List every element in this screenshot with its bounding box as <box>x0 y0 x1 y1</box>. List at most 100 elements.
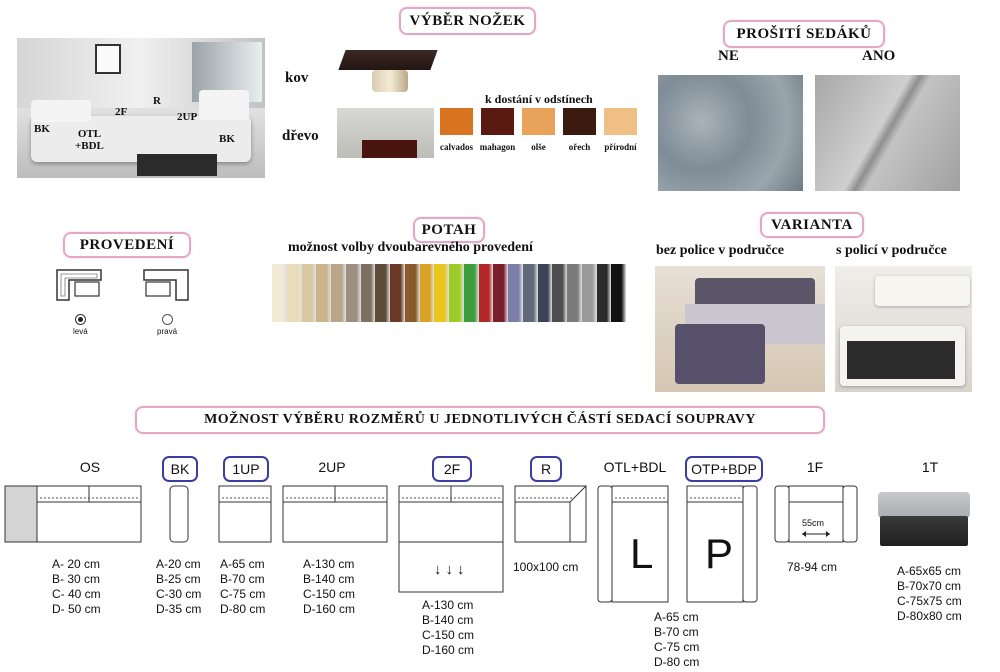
fabric-swatch <box>596 264 612 322</box>
module-1f-dims: 78-94 cm <box>787 560 837 575</box>
module-otl-bdl-label: OTL+BDL <box>603 459 667 475</box>
dim-line: D-80x80 cm <box>897 609 962 623</box>
left-radio[interactable] <box>75 314 86 325</box>
module-1f-label: 1F <box>806 459 824 475</box>
dim-line: B-140 cm <box>303 572 355 586</box>
shade-swatch-label: calvados <box>439 142 473 152</box>
variant-without-shelf-photo <box>655 266 825 392</box>
fabric-swatch <box>272 264 287 322</box>
dim-line: 78-94 cm <box>787 560 838 574</box>
variant-with-shelf-label: s policí v područce <box>836 243 947 258</box>
dim-line: A-130 cm <box>303 557 355 571</box>
photo-label-2up: 2UP <box>177 111 198 123</box>
fabric-swatch <box>463 264 479 322</box>
letter-p: P <box>705 530 734 577</box>
variant-title: VARIANTA <box>760 212 864 238</box>
variant-with-shelf-photo <box>835 266 972 392</box>
dim-line: B-25 cm <box>156 572 201 586</box>
dim-line: D- 50 cm <box>52 602 101 616</box>
fabric-swatch <box>360 264 376 322</box>
shade-swatch <box>563 108 596 135</box>
dim-line: A-65 cm <box>654 610 699 624</box>
dim-line: D-80 cm <box>220 602 266 616</box>
shade-swatch <box>440 108 473 135</box>
dim-line: D-160 cm <box>422 643 475 657</box>
fabric-swatch <box>537 264 553 322</box>
dim-line: C-75 cm <box>654 640 700 654</box>
fabric-swatch <box>478 264 494 322</box>
dim-line: D-160 cm <box>303 602 356 616</box>
legs-title: VÝBĚR NOŽEK <box>399 7 536 35</box>
fabric-swatch <box>390 264 405 322</box>
sizes-title: MOŽNOST VÝBĚRU ROZMĚRŮ U JEDNOTLIVÝCH ČÁ… <box>135 406 825 434</box>
module-otp-bdp-label[interactable]: OTP+BDP <box>685 456 763 482</box>
dim-line: C-150 cm <box>303 587 356 601</box>
fabric-swatch <box>581 264 597 322</box>
module-1up-label[interactable]: 1UP <box>223 456 269 482</box>
fabric-swatch <box>508 264 523 322</box>
module-otp-bdp-drawing <box>686 485 758 603</box>
shade-swatch-label: olše <box>531 142 546 152</box>
photo-label-2f: 2F <box>115 106 128 118</box>
module-os-dims: A- 20 cm B- 30 cm C- 40 cm D- 50 cm <box>52 557 101 617</box>
fabric-swatch <box>522 264 538 322</box>
fabric-swatch <box>552 264 567 322</box>
module-2f-dims: A-130 cm B-140 cm C-150 cm D-160 cm <box>422 598 474 658</box>
module-2up-label: 2UP <box>318 459 346 475</box>
right-orientation-icon <box>143 269 189 301</box>
module-1f-arm-width: 55cm <box>802 518 825 528</box>
photo-label-bk-right: BK <box>219 133 235 145</box>
module-r-label[interactable]: R <box>530 456 562 482</box>
module-otp-bdp-dims: A-65 cm B-70 cm C-75 cm D-80 cm <box>654 610 699 670</box>
dim-line: C-75x75 cm <box>897 594 962 608</box>
pull-out-arrows: ↓↓↓ <box>434 561 469 578</box>
module-2f-label[interactable]: 2F <box>432 456 472 482</box>
dim-line: B-70 cm <box>654 625 699 639</box>
module-2up-dims: A-130 cm B-140 cm C-150 cm D-160 cm <box>303 557 355 617</box>
fabric-swatch <box>286 264 302 322</box>
module-bk-drawing <box>169 485 189 543</box>
module-bk-label[interactable]: BK <box>162 456 198 482</box>
left-radio-label: levá <box>73 327 88 336</box>
right-radio[interactable] <box>162 314 173 325</box>
fabric-swatch <box>493 264 508 322</box>
dim-line: A-65x65 cm <box>897 564 962 578</box>
version-title: PROVEDENÍ <box>63 232 191 258</box>
photo-label-bk-left: BK <box>34 123 50 135</box>
legs-metal-label: kov <box>285 70 309 86</box>
module-r-dims: 100x100 cm <box>513 560 578 575</box>
dim-line: A- 20 cm <box>52 557 101 571</box>
fabric-swatch <box>301 264 317 322</box>
fabric-swatch <box>345 264 361 322</box>
dim-line: C-75 cm <box>220 587 266 601</box>
fabric-subtitle: možnost volby dvoubarevného provedení <box>288 240 533 255</box>
dim-line: B-140 cm <box>422 613 474 627</box>
dim-line: A-130 cm <box>422 598 474 612</box>
module-2up-drawing <box>282 485 388 543</box>
shade-swatch-label: mahagon <box>479 142 516 152</box>
dim-line: A-65 cm <box>220 557 265 571</box>
legs-shades-label: k dostání v odstínech <box>485 92 593 106</box>
dim-line: D-80 cm <box>654 655 700 669</box>
module-1up-dims: A-65 cm B-70 cm C-75 cm D-80 cm <box>220 557 265 617</box>
letter-l: L <box>630 530 654 577</box>
fabric-swatch <box>419 264 435 322</box>
dim-line: C-30 cm <box>156 587 202 601</box>
stitching-no-texture <box>658 75 803 191</box>
module-bk-dims: A-20 cm B-25 cm C-30 cm D-35 cm <box>156 557 201 617</box>
fabric-swatch <box>567 264 582 322</box>
shade-swatch <box>522 108 555 135</box>
dim-line: A-20 cm <box>156 557 201 571</box>
stitching-yes-texture <box>815 75 960 191</box>
module-1t-ottoman-photo <box>878 492 970 550</box>
fabric-swatch <box>434 264 449 322</box>
dim-line: D-35 cm <box>156 602 202 616</box>
dim-line: B-70x70 cm <box>897 579 962 593</box>
wooden-leg-photo <box>337 108 434 158</box>
dim-line: C- 40 cm <box>52 587 101 601</box>
module-1up-drawing <box>218 485 272 543</box>
stitching-no-label: NE <box>718 48 739 64</box>
metal-leg-photo <box>338 50 438 94</box>
fabric-swatch <box>375 264 390 322</box>
dim-line: 100x100 cm <box>513 560 579 574</box>
